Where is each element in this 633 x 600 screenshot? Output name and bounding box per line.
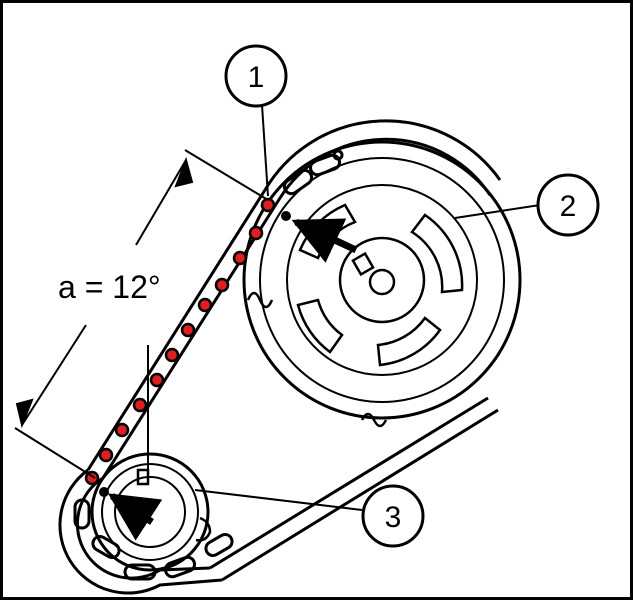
leader-lines — [194, 104, 541, 511]
cam-timing-dot — [281, 211, 291, 221]
timing-chain — [58, 119, 502, 595]
callout-2: 2 — [536, 173, 600, 237]
chain-rollers — [84, 197, 276, 486]
crankshaft-sprocket — [90, 452, 212, 572]
callout-1-number: 1 — [248, 61, 265, 94]
cam-arrow — [291, 218, 358, 263]
dimension-lines — [14, 149, 269, 479]
dimension-label: a = 12° — [58, 269, 161, 305]
timing-marks — [99, 211, 358, 541]
callout-3: 3 — [361, 484, 425, 548]
camshaft-sprocket — [242, 140, 522, 428]
callout-2-number: 2 — [560, 190, 577, 223]
dimension-label-bg — [50, 262, 186, 306]
crank-timing-dot — [99, 487, 109, 497]
callout-3-number: 3 — [385, 501, 402, 534]
crank-arrow — [107, 493, 163, 541]
callout-1: 1 — [224, 44, 288, 108]
diagram-canvas: 1 2 3 a = 12° — [14, 44, 600, 595]
